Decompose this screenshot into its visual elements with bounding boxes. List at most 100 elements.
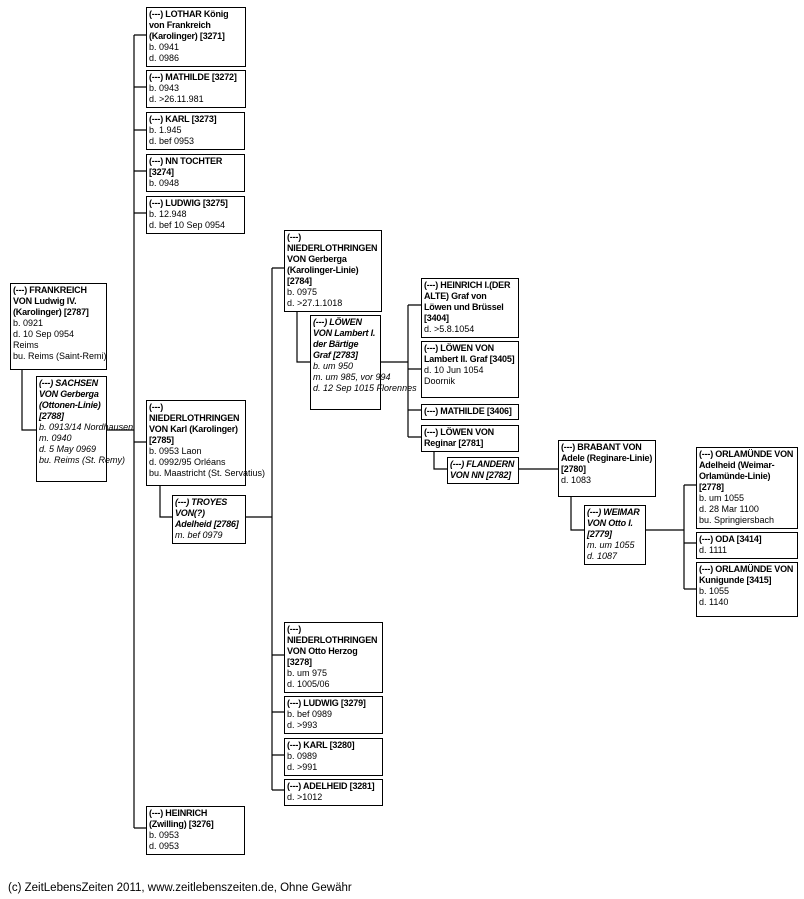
person-detail: b. 0921: [13, 318, 44, 328]
person-detail: d. 5 May 0969: [39, 444, 97, 454]
person-name: (---) BRABANT VON Adele (Reginare-Linie)…: [561, 442, 653, 474]
person-box-2780[interactable]: (---) BRABANT VON Adele (Reginare-Linie)…: [558, 440, 656, 497]
person-detail: bu. Reims (Saint-Remi): [13, 351, 107, 361]
person-detail: d. >26.11.981: [149, 94, 204, 104]
person-detail: b. bef 0989: [287, 709, 333, 719]
person-name: (---) LÖWEN VON Reginar [2781]: [424, 427, 494, 448]
person-detail: m. um 1055: [587, 540, 635, 550]
person-detail: b. 0953 Laon: [149, 446, 202, 456]
person-name: (---) NIEDERLOTHRINGEN VON Otto Herzog […: [287, 624, 378, 667]
person-name: (---) NIEDERLOTHRINGEN VON Gerberga (Kar…: [287, 232, 378, 286]
person-detail: d. >27.1.1018: [287, 298, 343, 308]
person-detail: d. >1012: [287, 792, 323, 802]
person-box-2781[interactable]: (---) LÖWEN VON Reginar [2781]: [421, 425, 519, 452]
person-name: (---) MATHILDE [3272]: [149, 72, 237, 82]
person-name: (---) HEINRICH I.(DER ALTE) Graf von Löw…: [424, 280, 511, 323]
person-detail: m. um 985, vor 994: [313, 372, 391, 382]
person-detail: d. >993: [287, 720, 318, 730]
person-detail: d. 12 Sep 1015 Florennes: [313, 383, 417, 393]
person-detail: m. 0940: [39, 433, 72, 443]
person-box-3406[interactable]: (---) MATHILDE [3406]: [421, 404, 519, 420]
person-name: (---) LÖWEN VON Lambert II. Graf [3405]: [424, 343, 515, 364]
person-detail: b. um 950: [313, 361, 354, 371]
person-box-2786[interactable]: (---) TROYES VON(?) Adelheid [2786]m. be…: [172, 495, 246, 544]
person-box-2783[interactable]: (---) LÖWEN VON Lambert I. der Bärtige G…: [310, 315, 417, 410]
person-detail: b. 1.945: [149, 125, 182, 135]
person-detail: d. 0992/95 Orléans: [149, 457, 226, 467]
person-name: (---) HEINRICH (Zwilling) [3276]: [149, 808, 214, 829]
person-name: (---) TROYES VON(?) Adelheid [2786]: [175, 497, 239, 529]
person-detail: b. um 975: [287, 668, 328, 678]
person-name: (---) ODA [3414]: [699, 534, 762, 544]
person-detail: d. 0953: [149, 841, 180, 851]
person-box-3414[interactable]: (---) ODA [3414]d. 1111: [696, 532, 798, 559]
person-box-3404[interactable]: (---) HEINRICH I.(DER ALTE) Graf von Löw…: [421, 278, 519, 338]
person-detail: d. bef 10 Sep 0954: [149, 220, 226, 230]
person-detail: b. 0943: [149, 83, 180, 93]
person-detail: d. 10 Jun 1054: [424, 365, 484, 375]
person-detail: d. 1083: [561, 475, 592, 485]
person-detail: d. 28 Mar 1100: [699, 504, 759, 514]
person-name: (---) LUDWIG [3275]: [149, 198, 228, 208]
person-detail: m. bef 0979: [175, 530, 223, 540]
person-detail: bu. Reims (St. Remy): [39, 455, 126, 465]
person-detail: d. 0986: [149, 53, 180, 63]
person-name: (---) NIEDERLOTHRINGEN VON Karl (Karolin…: [149, 402, 240, 445]
person-detail: d. 1087: [587, 551, 618, 561]
person-name: (---) LUDWIG [3279]: [287, 698, 366, 708]
person-box-2787[interactable]: (---) FRANKREICH VON Ludwig IV.(Karoling…: [10, 283, 107, 370]
person-name: (---) ORLAMÜNDE VON Adelheid (Weimar-Orl…: [699, 449, 794, 492]
person-name: (---) SACHSEN VON Gerberga (Ottonen-Lini…: [39, 378, 101, 421]
person-detail: bu. Maastricht (St. Servatius): [149, 468, 266, 478]
person-name: (---) ADELHEID [3281]: [287, 781, 375, 791]
person-detail: b. 0941: [149, 42, 180, 52]
person-detail: d. 1111: [699, 545, 728, 555]
person-box-2782[interactable]: (---) FLANDERN VON NN [2782]: [447, 457, 519, 484]
person-detail: d. >5.8.1054: [424, 324, 475, 334]
person-name: (---) FRANKREICH VON Ludwig IV.(Karoling…: [13, 285, 89, 317]
person-name: (---) KARL [3280]: [287, 740, 355, 750]
person-detail: b. 0989: [287, 751, 318, 761]
person-detail: d. 10 Sep 0954: [13, 329, 75, 339]
person-detail: d. >991: [287, 762, 318, 772]
person-name: (---) LOTHAR König von Frankreich (Karol…: [149, 9, 229, 41]
person-box-3405[interactable]: (---) LÖWEN VON Lambert II. Graf [3405]d…: [421, 341, 519, 398]
person-box-3278[interactable]: (---) NIEDERLOTHRINGEN VON Otto Herzog […: [284, 622, 383, 693]
person-detail: b. 1055: [699, 586, 730, 596]
person-box-3415[interactable]: (---) ORLAMÜNDE VON Kunigunde [3415]b. 1…: [696, 562, 798, 617]
person-name: (---) KARL [3273]: [149, 114, 217, 124]
person-detail: d. 1140: [699, 597, 729, 607]
person-detail: d. bef 0953: [149, 136, 195, 146]
person-detail: Doornik: [424, 376, 456, 386]
person-detail: d. 1005/06: [287, 679, 330, 689]
person-name: (---) NN TOCHTER [3274]: [149, 156, 223, 177]
person-detail: b. 0953: [149, 830, 180, 840]
person-detail: Reims: [13, 340, 39, 350]
person-box-2779[interactable]: (---) WEIMAR VON Otto I. [2779]m. um 105…: [584, 505, 646, 565]
person-detail: b. 0913/14 Nordhausen: [39, 422, 134, 432]
person-name: (---) FLANDERN VON NN [2782]: [450, 459, 515, 480]
person-box-3281[interactable]: (---) ADELHEID [3281]d. >1012: [284, 779, 383, 806]
person-detail: bu. Springiersbach: [699, 515, 775, 525]
person-detail: b. 0975: [287, 287, 318, 297]
person-box-2785[interactable]: (---) NIEDERLOTHRINGEN VON Karl (Karolin…: [146, 400, 266, 486]
person-name: (---) WEIMAR VON Otto I. [2779]: [587, 507, 640, 539]
person-detail: b. 12.948: [149, 209, 187, 219]
person-box-2784[interactable]: (---) NIEDERLOTHRINGEN VON Gerberga (Kar…: [284, 230, 382, 312]
person-box-3274[interactable]: (---) NN TOCHTER [3274]b. 0948: [146, 154, 245, 192]
person-name: (---) MATHILDE [3406]: [424, 406, 512, 416]
person-detail: b. um 1055: [699, 493, 745, 503]
person-box-2778[interactable]: (---) ORLAMÜNDE VON Adelheid (Weimar-Orl…: [696, 447, 798, 529]
person-name: (---) ORLAMÜNDE VON Kunigunde [3415]: [699, 564, 794, 585]
person-box-3271[interactable]: (---) LOTHAR König von Frankreich (Karol…: [146, 7, 246, 67]
footer-copyright: (c) ZeitLebensZeiten 2011, www.zeitleben…: [8, 882, 352, 894]
person-box-2788[interactable]: (---) SACHSEN VON Gerberga (Ottonen-Lini…: [36, 376, 134, 482]
person-name: (---) LÖWEN VON Lambert I. der Bärtige G…: [313, 317, 376, 360]
